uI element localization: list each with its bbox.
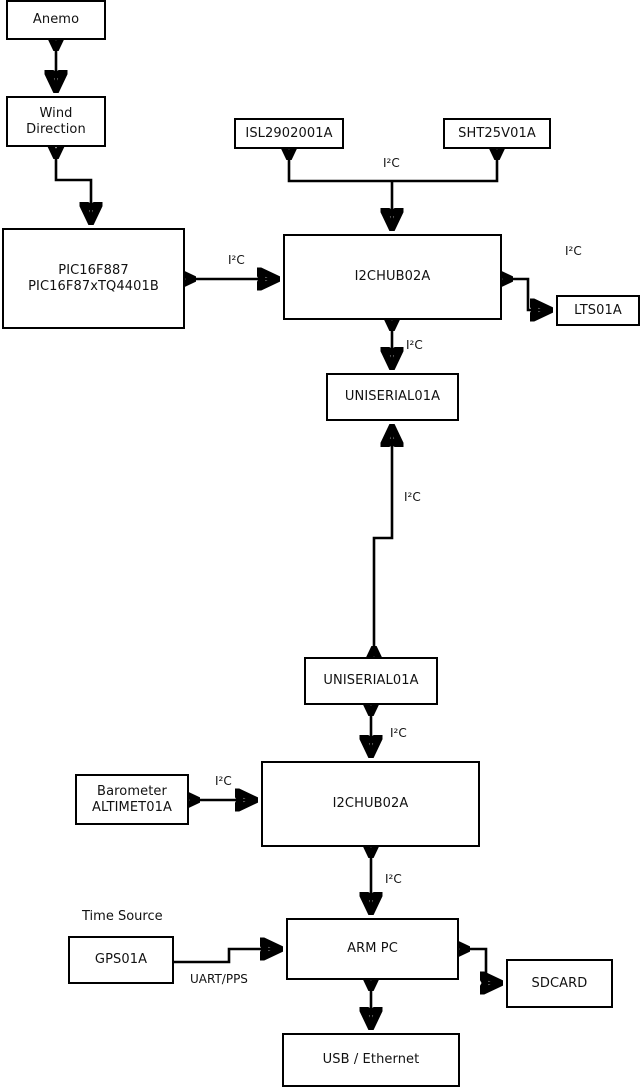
node-sht25v01a[interactable]: SHT25V01A	[443, 118, 551, 149]
node-sdcard-label: SDCARD	[531, 975, 588, 991]
wire-uniserial-link	[374, 428, 392, 650]
node-barometer-altimet01a[interactable]: Barometer ALTIMET01A	[75, 774, 189, 825]
edge-label-i2c-hub-uniserial: I²C	[406, 338, 423, 352]
node-anemo-label: Anemo	[32, 12, 80, 27]
node-anemo[interactable]: Anemo	[6, 0, 106, 40]
node-wind-direction[interactable]: Wind Direction	[6, 96, 106, 147]
edge-label-i2c-barometer-hub: I²C	[215, 774, 232, 788]
wire-armpc-sdcard	[466, 949, 499, 983]
node-wind-direction-label: Wind Direction	[26, 105, 86, 137]
node-gps01a-label: GPS01A	[94, 952, 148, 967]
node-i2chub02a-top[interactable]: I2CHUB02A	[283, 234, 502, 320]
edge-label-i2c-hub-sensors: I²C	[383, 156, 400, 170]
wire-hubtop-isl	[289, 156, 392, 183]
node-i2chub02a-top-label: I2CHUB02A	[354, 269, 431, 284]
node-uniserial01a-upper[interactable]: UNISERIAL01A	[326, 373, 459, 421]
label-time-source: Time Source	[82, 909, 163, 924]
node-arm-pc-label: ARM PC	[347, 941, 398, 956]
edge-label-i2c-uniserial2-hub: I²C	[390, 726, 407, 740]
node-uniserial01a-lower[interactable]: UNISERIAL01A	[304, 657, 438, 705]
node-usb-ethernet-label: USB / Ethernet	[322, 1052, 420, 1067]
edge-label-i2c-uniserial-link: I²C	[404, 490, 421, 504]
wire-gps-armpc	[174, 949, 279, 964]
edge-label-i2c-hub-armpc: I²C	[385, 872, 402, 886]
edge-label-i2c-pic-hub: I²C	[228, 253, 245, 267]
edge-label-i2c-hub-lts: I²C	[565, 244, 582, 258]
node-sht25v01a-label: SHT25V01A	[458, 125, 536, 141]
node-usb-ethernet[interactable]: USB / Ethernet	[282, 1033, 460, 1087]
node-lts01a-label: LTS01A	[574, 302, 622, 318]
node-lts01a[interactable]: LTS01A	[556, 295, 640, 326]
node-pic-mcu[interactable]: PIC16F887 PIC16F87xTQ4401B	[2, 228, 185, 329]
node-pic-mcu-label: PIC16F887 PIC16F87xTQ4401B	[28, 262, 159, 294]
node-isl2902001a[interactable]: ISL2902001A	[234, 118, 344, 149]
wire-hubtop-lts	[509, 279, 549, 310]
node-i2chub02a-bottom[interactable]: I2CHUB02A	[261, 761, 480, 847]
node-uniserial01a-upper-label: UNISERIAL01A	[344, 389, 441, 404]
node-arm-pc[interactable]: ARM PC	[286, 918, 459, 980]
node-i2chub02a-bottom-label: I2CHUB02A	[332, 796, 409, 811]
edge-label-uart-pps: UART/PPS	[190, 972, 248, 986]
wire-wind-pic	[56, 155, 91, 221]
node-gps01a[interactable]: GPS01A	[68, 936, 174, 984]
node-sdcard[interactable]: SDCARD	[506, 959, 613, 1008]
wire-hubtop-sht	[392, 156, 497, 183]
node-uniserial01a-lower-label: UNISERIAL01A	[323, 673, 419, 688]
node-barometer-altimet01a-label: Barometer ALTIMET01A	[92, 783, 172, 815]
node-isl2902001a-label: ISL2902001A	[245, 125, 333, 141]
